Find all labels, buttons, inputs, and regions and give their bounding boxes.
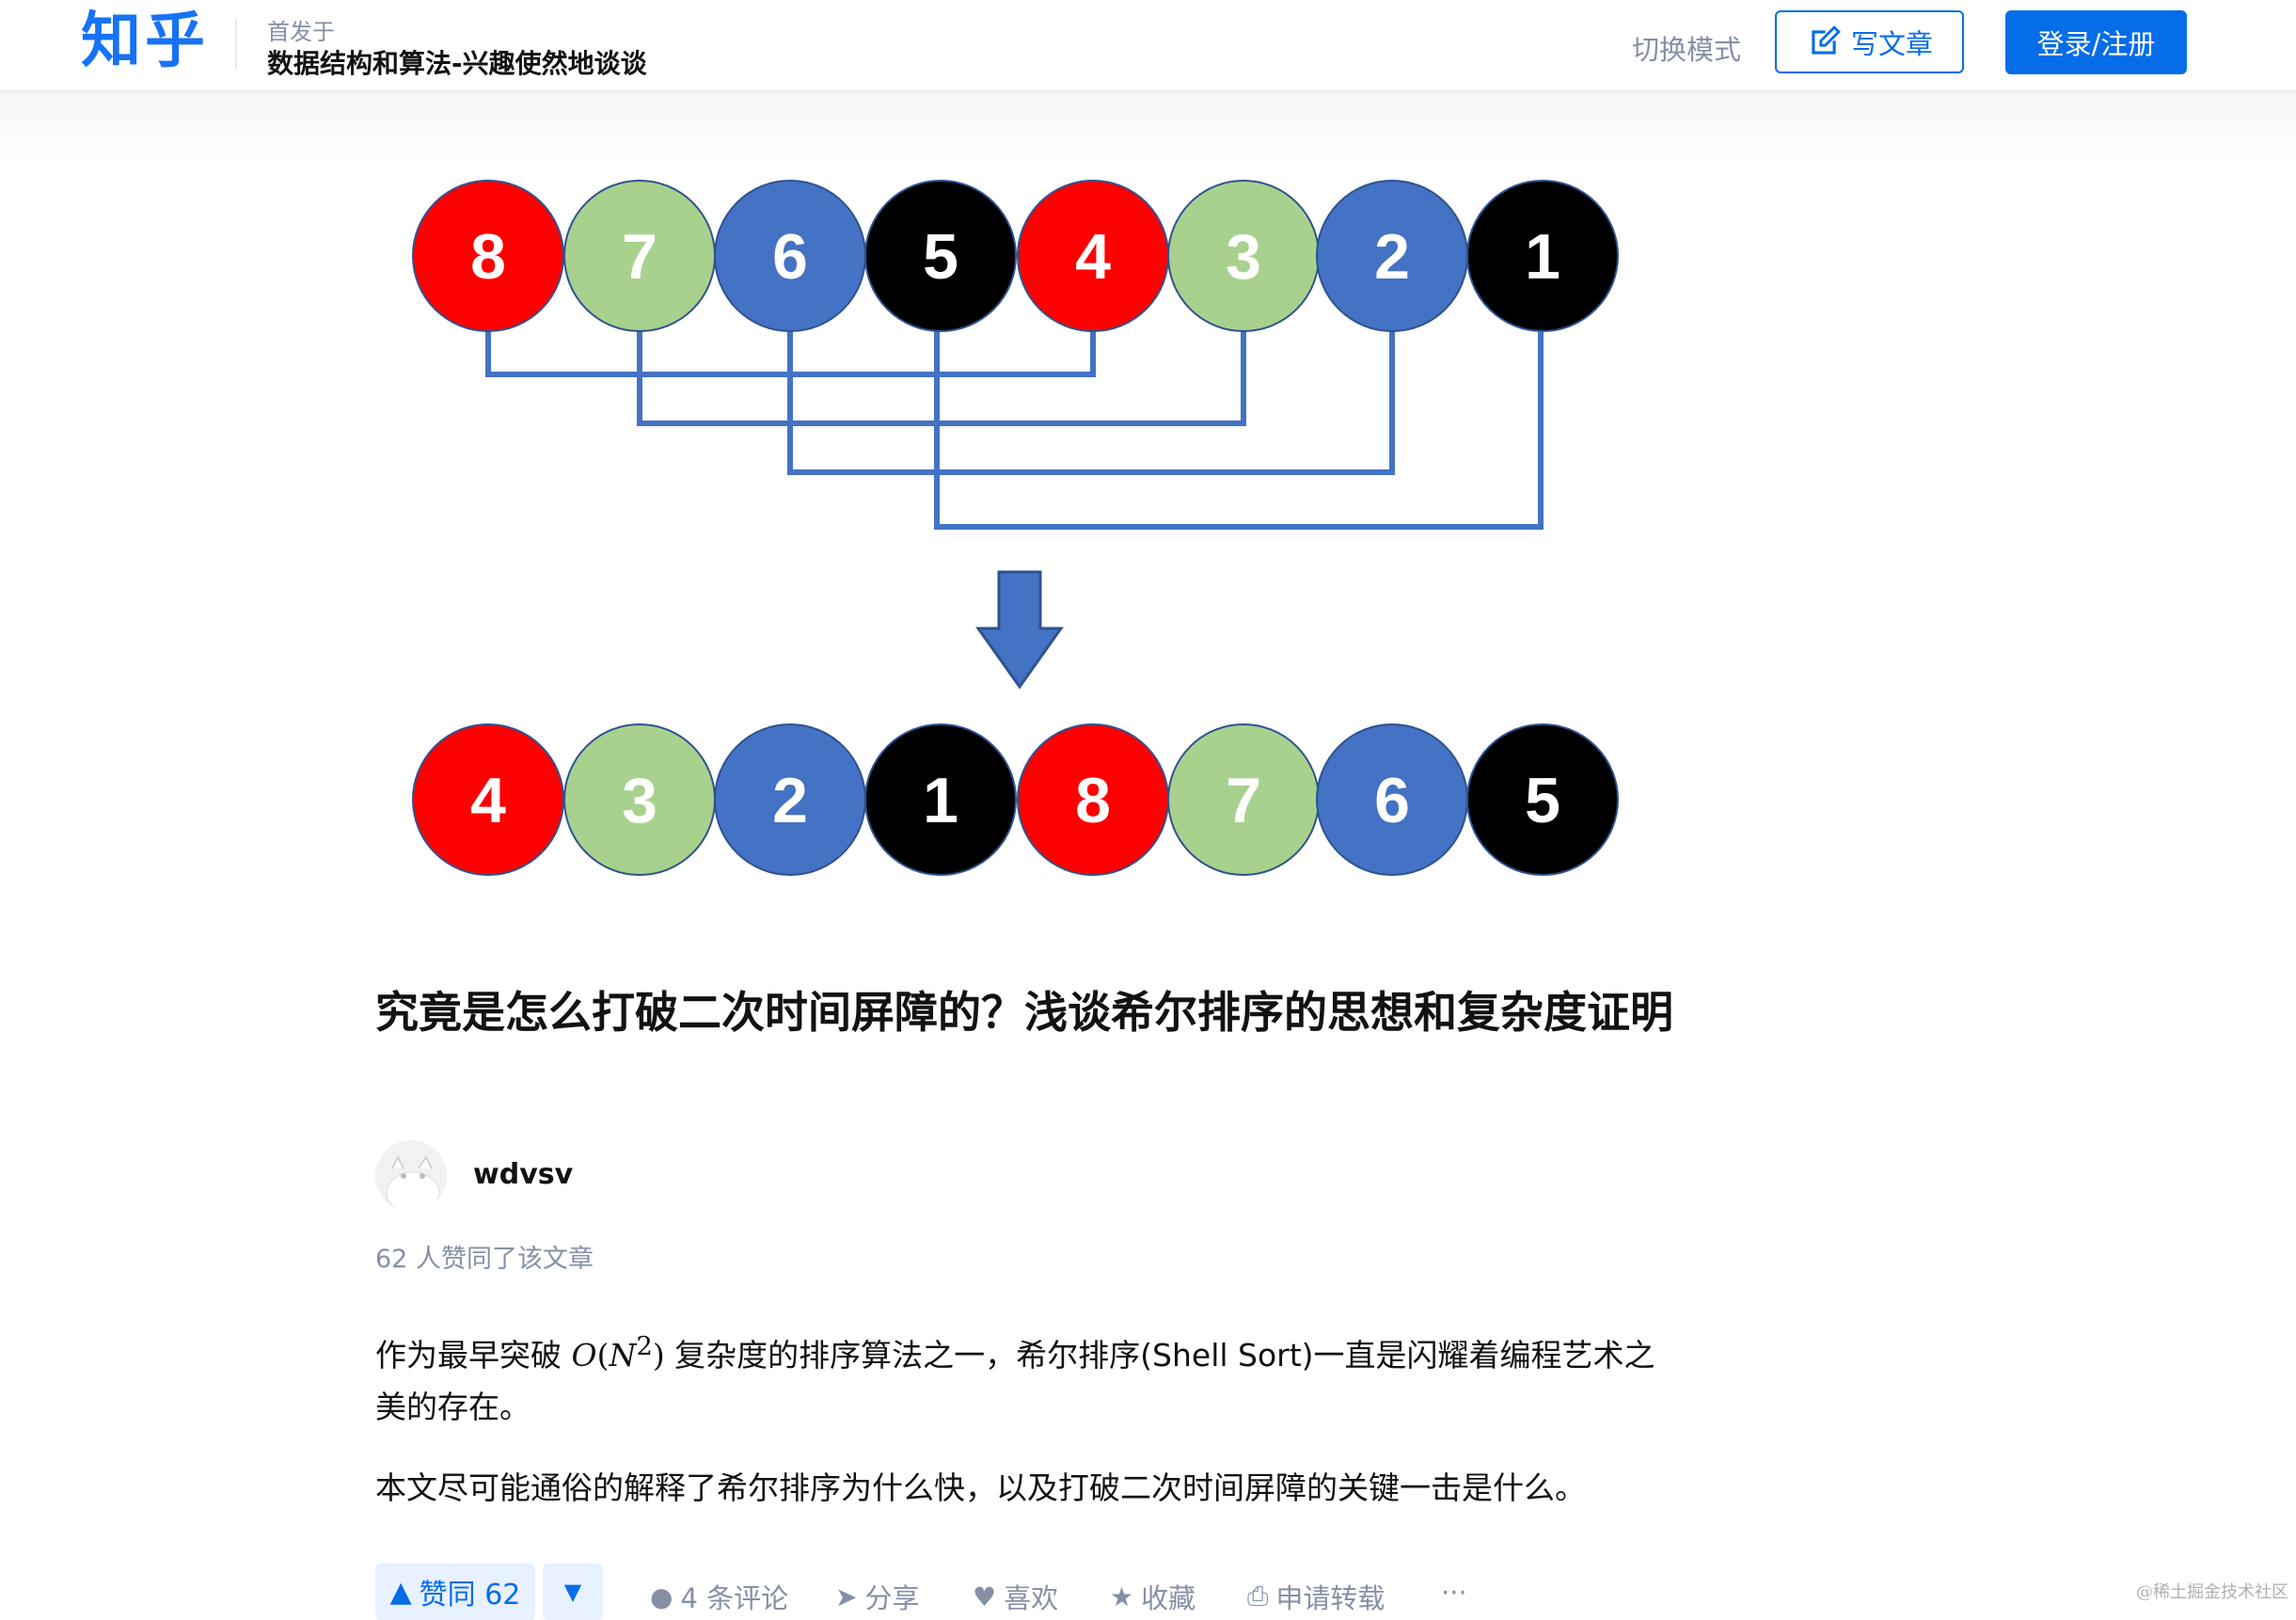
column-name-link[interactable]: 数据结构和算法-兴趣使然地谈谈 bbox=[267, 48, 647, 79]
top-circle-7 bbox=[1466, 180, 1619, 332]
intro-text-before: 作为最早突破 bbox=[375, 1337, 572, 1374]
bottom-label-4: 8 bbox=[1075, 765, 1111, 836]
downvote-button[interactable]: ▼ bbox=[543, 1564, 603, 1620]
top-label-5: 3 bbox=[1226, 221, 1261, 293]
author-name-link[interactable]: wdvsv bbox=[473, 1158, 574, 1191]
column-label: 首发于 bbox=[267, 19, 335, 45]
comment-icon: ● bbox=[650, 1580, 673, 1612]
write-article-label: 写文章 bbox=[1850, 27, 1933, 60]
favorite-label: 收藏 bbox=[1141, 1582, 1196, 1614]
top-label-0: 8 bbox=[470, 221, 506, 293]
repost-button[interactable]: ⎙ 申请转载 bbox=[1247, 1577, 1385, 1616]
bottom-label-5: 7 bbox=[1226, 765, 1261, 836]
edit-icon bbox=[1812, 24, 1841, 55]
bottom-circle-7 bbox=[1466, 723, 1619, 876]
heart-icon: ♥ bbox=[973, 1580, 997, 1612]
top-header: 知乎 首发于 数据结构和算法-兴趣使然地谈谈 切换模式 写文章 登录/注册 bbox=[0, 0, 2296, 90]
header-divider bbox=[235, 19, 237, 70]
share-label: 分享 bbox=[864, 1582, 920, 1614]
article-title: 究竟是怎么打破二次时间屏障的？浅谈希尔排序的思想和复杂度证明 bbox=[375, 987, 1673, 1038]
comments-label: 4 条评论 bbox=[680, 1582, 789, 1614]
top-label-3: 5 bbox=[923, 221, 958, 293]
bottom-label-3: 1 bbox=[923, 765, 958, 836]
triangle-down-icon: ▼ bbox=[563, 1579, 582, 1605]
bottom-label-2: 2 bbox=[772, 765, 808, 836]
avatar-image bbox=[375, 1140, 447, 1212]
watermark: @稀土掘金技术社区 bbox=[2136, 1582, 2288, 1602]
favorite-button[interactable]: ★ 收藏 bbox=[1110, 1577, 1196, 1616]
intro-text-after: 复杂度的排序算法之一，希尔排序(Shell Sort)一直是闪耀着编程艺术之美的… bbox=[375, 1337, 1655, 1425]
paper-plane-icon: ➤ bbox=[835, 1580, 858, 1612]
upvote-button[interactable]: ▲ 赞同 62 bbox=[375, 1564, 535, 1620]
print-icon: ⎙ bbox=[1247, 1580, 1269, 1612]
more-dots-icon: ··· bbox=[1441, 1577, 1467, 1609]
top-circle-3 bbox=[864, 180, 1017, 332]
likers-count[interactable]: 62 人赞同了该文章 bbox=[375, 1245, 594, 1274]
like-label: 喜欢 bbox=[1004, 1582, 1059, 1614]
summary-paragraph: 本文尽可能通俗的解释了希尔排序为什么快，以及打破二次时间屏障的关键一击是什么。 bbox=[375, 1469, 1586, 1506]
write-article-button[interactable]: 写文章 bbox=[1775, 10, 1964, 73]
top-label-7: 1 bbox=[1525, 221, 1560, 293]
bottom-label-6: 6 bbox=[1374, 765, 1410, 836]
author-avatar[interactable] bbox=[375, 1140, 447, 1212]
bottom-label-1: 3 bbox=[622, 765, 657, 836]
top-label-6: 2 bbox=[1374, 221, 1410, 293]
like-button[interactable]: ♥ 喜欢 bbox=[973, 1577, 1058, 1616]
down-arrow-icon bbox=[975, 570, 1064, 690]
upvote-label: 赞同 62 bbox=[419, 1579, 521, 1612]
login-register-button[interactable]: 登录/注册 bbox=[2005, 10, 2187, 74]
switch-mode-button[interactable]: 切换模式 bbox=[1632, 34, 1742, 66]
star-icon: ★ bbox=[1110, 1580, 1134, 1612]
shell-sort-diagram: 8 7 6 5 4 3 2 1 4 3 2 1 8 7 6 5 bbox=[412, 180, 1619, 876]
math-n: N bbox=[609, 1337, 637, 1374]
zhihu-logo[interactable]: 知乎 bbox=[81, 7, 209, 76]
triangle-up-icon: ▲ bbox=[389, 1575, 412, 1609]
bottom-circle-3 bbox=[864, 723, 1017, 876]
top-row-circles: 8 7 6 5 4 3 2 1 bbox=[412, 180, 1619, 332]
header-gradient-band bbox=[0, 90, 2296, 166]
top-label-2: 6 bbox=[772, 221, 808, 293]
bottom-label-0: 4 bbox=[470, 765, 506, 836]
math-exponent: 2 bbox=[636, 1331, 653, 1361]
big-o-formula: O(N2) bbox=[571, 1331, 665, 1374]
bottom-label-7: 5 bbox=[1525, 765, 1560, 836]
share-button[interactable]: ➤ 分享 bbox=[835, 1577, 919, 1616]
comments-button[interactable]: ● 4 条评论 bbox=[650, 1577, 788, 1616]
connector-lines bbox=[485, 329, 1544, 530]
more-button[interactable]: ··· bbox=[1441, 1577, 1467, 1609]
top-label-1: 7 bbox=[622, 221, 657, 293]
top-label-4: 4 bbox=[1075, 221, 1111, 293]
intro-paragraph: 作为最早突破 O(N2) 复杂度的排序算法之一，希尔排序(Shell Sort)… bbox=[375, 1321, 1673, 1433]
repost-label: 申请转载 bbox=[1275, 1582, 1386, 1614]
math-o: O bbox=[571, 1337, 597, 1374]
bottom-row-circles: 4 3 2 1 8 7 6 5 bbox=[412, 723, 1619, 876]
action-bar: ▲ 赞同 62 ▼ ● 4 条评论 ➤ 分享 ♥ 喜欢 ★ 收藏 ⎙ 申请转载 … bbox=[375, 1564, 1598, 1620]
